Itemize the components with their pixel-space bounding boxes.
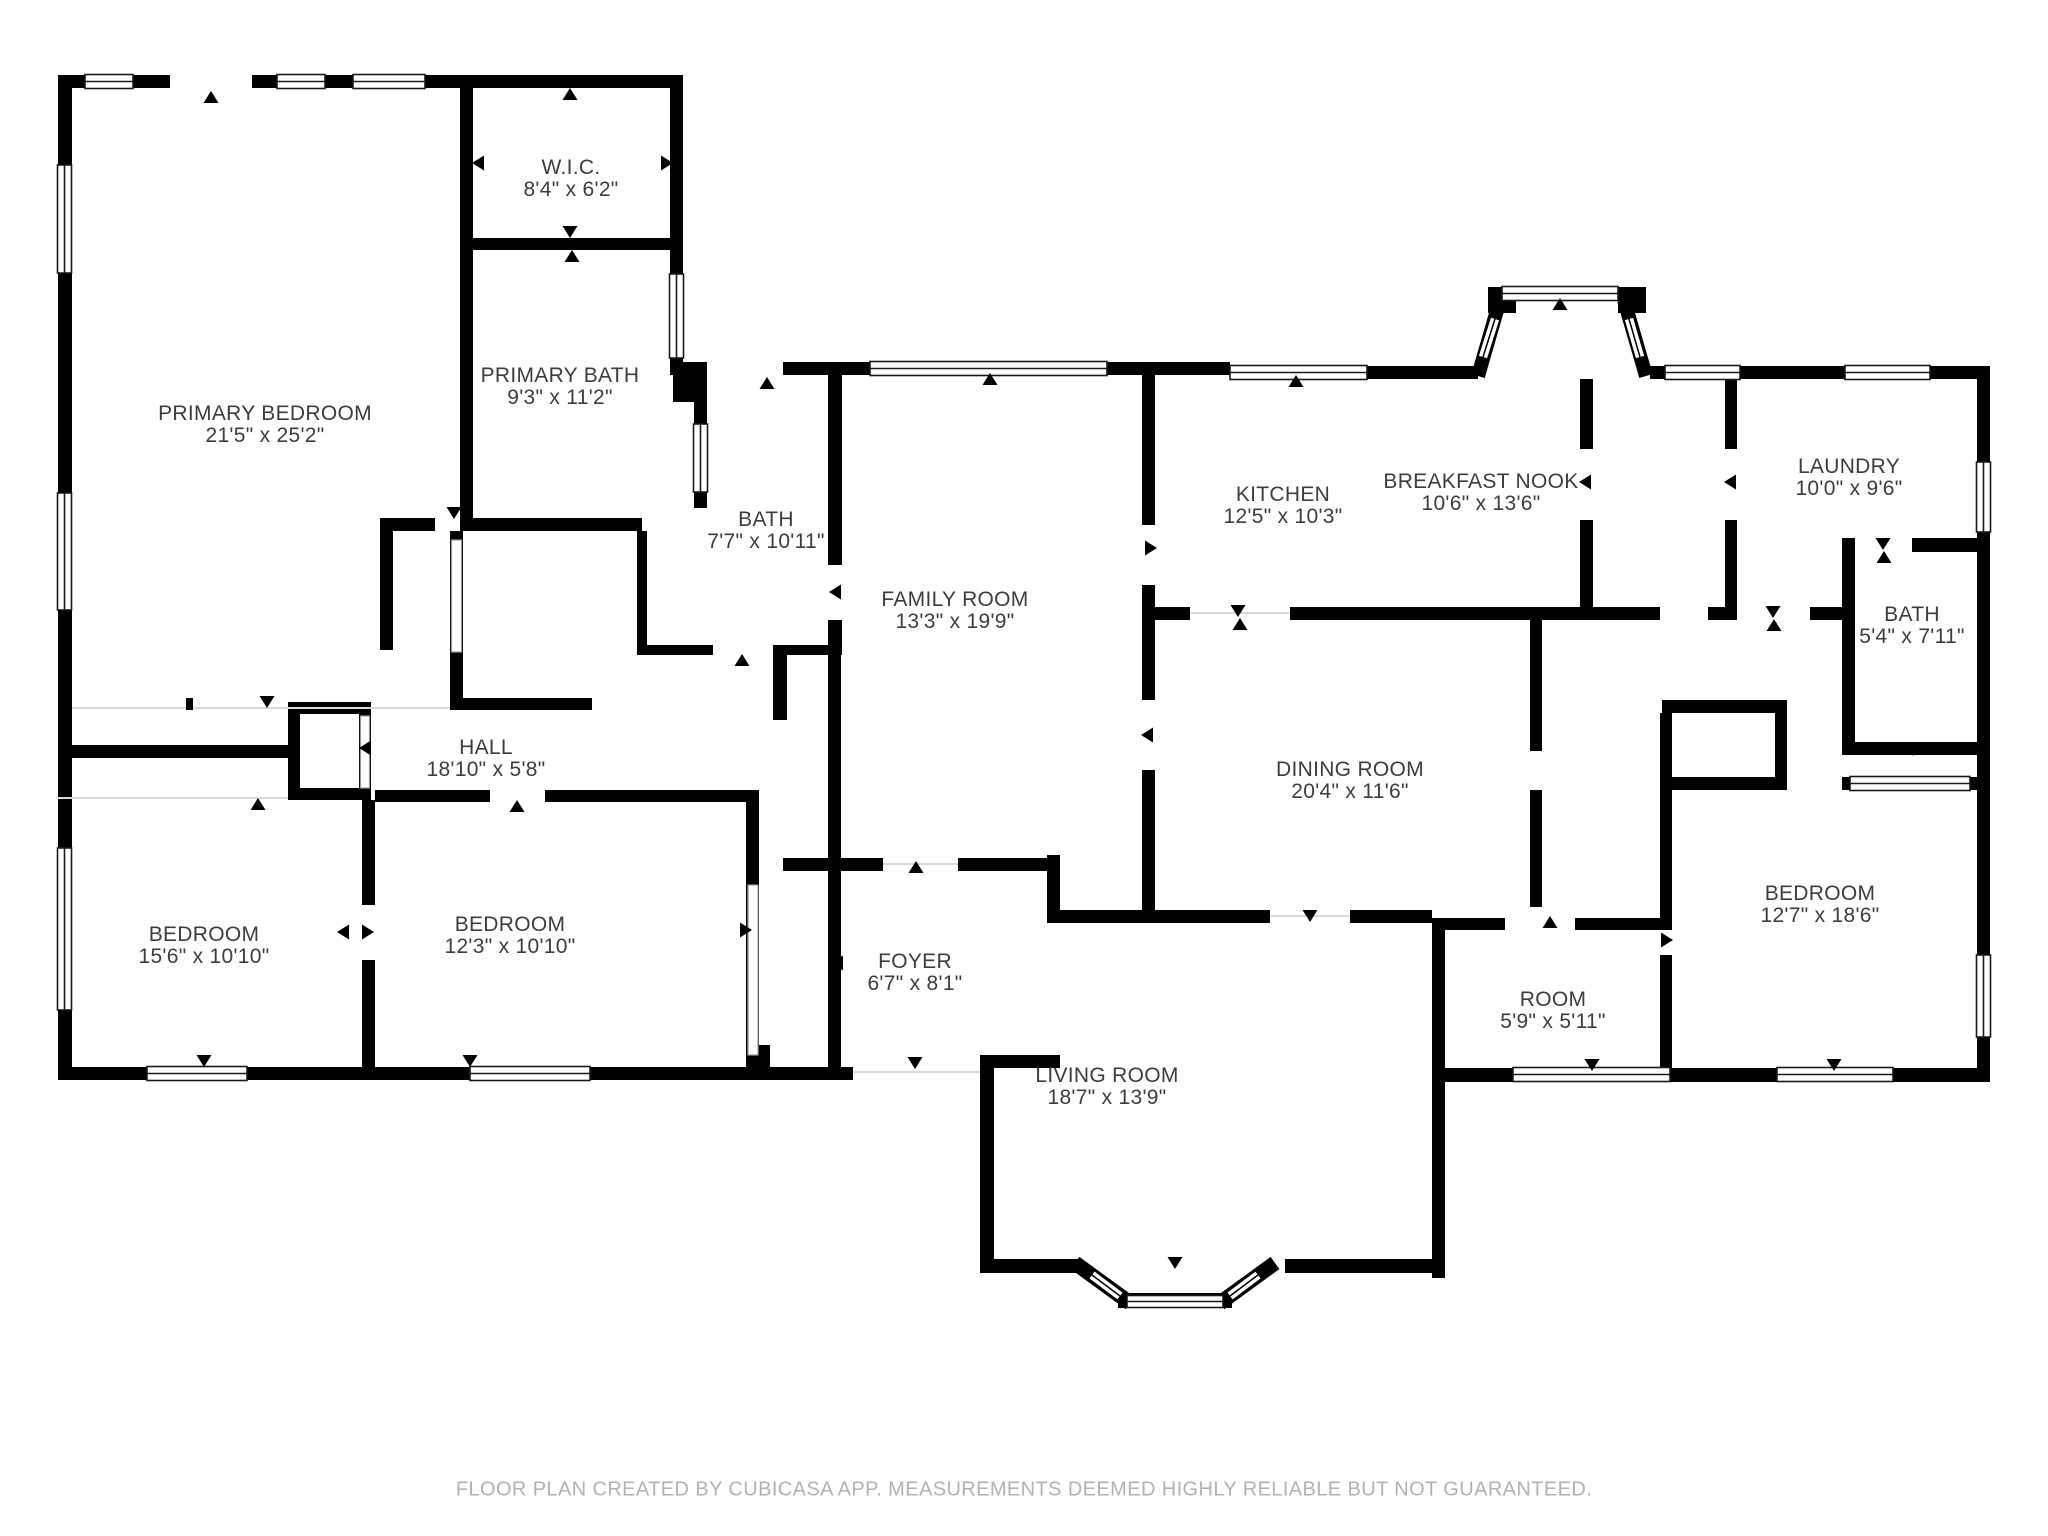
- opening-lines: [58, 612, 1350, 1073]
- footer-disclaimer: FLOOR PLAN CREATED BY CUBICASA APP. MEAS…: [455, 1478, 1593, 1501]
- room-label-wic: W.I.C.8'4" x 6'2": [523, 156, 619, 201]
- walls: [58, 75, 1990, 1308]
- windows: [56, 73, 1992, 1309]
- door-markers: [186, 88, 1921, 1269]
